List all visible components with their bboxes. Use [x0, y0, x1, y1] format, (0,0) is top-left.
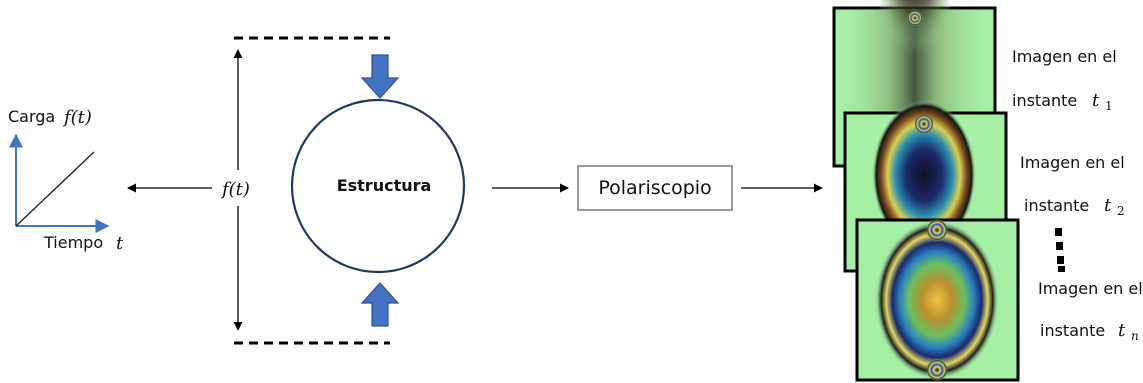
caption-3-var: t	[1118, 320, 1126, 341]
svg-text:instante: instante	[1012, 91, 1077, 110]
svg-text:Tiempo: Tiempo	[43, 233, 103, 252]
caption-1: Imagen en el instante t 1	[1012, 47, 1117, 113]
svg-text:Estructura: Estructura	[337, 176, 432, 195]
load-dimension: f(t)	[220, 36, 390, 345]
svg-text:Imagen en el: Imagen en el	[1020, 153, 1125, 172]
caption-2-var: t	[1104, 195, 1112, 216]
caption-2: Imagen en el instante t 2	[1020, 153, 1125, 218]
caption-2-sub: 2	[1117, 204, 1125, 218]
svg-text:t 1: t 1	[1092, 90, 1113, 113]
svg-text:f(t): f(t)	[220, 179, 250, 200]
svg-text:instante: instante	[1040, 321, 1105, 340]
graph-ylabel-math: f(t)	[62, 107, 92, 128]
caption-3-line2: instante	[1040, 321, 1105, 340]
svg-text:t 2: t 2	[1104, 195, 1125, 218]
polariscope-label: Polariscopio	[598, 177, 712, 199]
structure: Estructura	[290, 54, 466, 327]
svg-text:t: t	[116, 233, 124, 254]
load-graph: Carga f(t) Tiempo t	[8, 107, 124, 254]
load-arrow-bottom	[360, 282, 400, 327]
caption-1-sub: 1	[1105, 99, 1113, 113]
load-label: f(t)	[220, 179, 250, 200]
svg-text:Imagen en el: Imagen en el	[1038, 279, 1143, 298]
caption-2-line1: Imagen en el	[1020, 153, 1125, 172]
caption-1-line2: instante	[1012, 91, 1077, 110]
graph-xlabel-math: t	[116, 233, 124, 254]
graph-ylabel-text: Carga	[8, 107, 55, 126]
caption-1-line1: Imagen en el	[1012, 47, 1117, 66]
caption-3-sub: n	[1131, 329, 1139, 343]
svg-text:Carga: Carga	[8, 107, 55, 126]
caption-3-line1: Imagen en el	[1038, 279, 1143, 298]
fringe-image-3	[855, 218, 1020, 382]
caption-3: Imagen en el instante t n	[1038, 279, 1143, 343]
graph-load-line	[15, 151, 95, 227]
caption-1-var: t	[1092, 90, 1100, 111]
svg-text:instante: instante	[1024, 196, 1089, 215]
load-arrow-top	[360, 54, 400, 99]
graph-xlabel-text: Tiempo	[43, 233, 103, 252]
svg-text:Imagen en el: Imagen en el	[1012, 47, 1117, 66]
caption-2-line2: instante	[1024, 196, 1089, 215]
structure-circle	[290, 98, 466, 274]
polariscope-box	[577, 165, 733, 211]
svg-text:f(t): f(t)	[62, 107, 92, 128]
ellipsis-dots	[1055, 228, 1065, 272]
svg-text:t n: t n	[1118, 320, 1139, 343]
structure-label: Estructura	[337, 176, 432, 195]
